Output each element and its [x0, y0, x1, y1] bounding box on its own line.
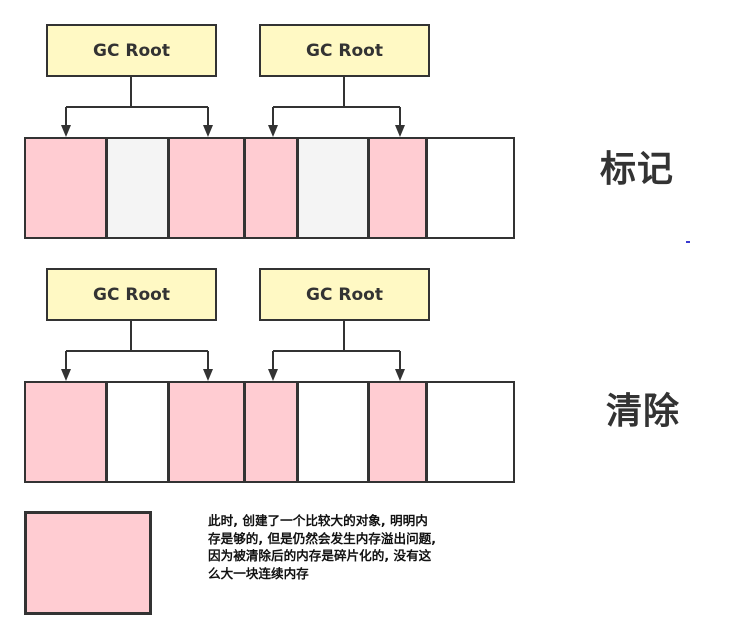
- memory-cell-free: [298, 383, 370, 481]
- gc-root-mark-2: GC Root: [259, 24, 430, 77]
- phase-label-mark: 标记: [600, 149, 675, 190]
- gc-root-stem: [66, 76, 208, 108]
- memory-cell-free: [107, 383, 171, 481]
- memory-cell-free: [428, 383, 514, 481]
- arrow-down-icon: [268, 369, 278, 381]
- connectors-mark-phase: [61, 76, 405, 137]
- connectors-sweep-phase: [61, 321, 405, 381]
- stray-mark: [686, 241, 690, 243]
- large-object-box: [24, 511, 152, 615]
- memory-cell-live: [369, 383, 429, 481]
- arrow-down-icon: [203, 125, 213, 137]
- memory-cell-live: [369, 139, 429, 237]
- memory-cell-garbage: [107, 139, 171, 237]
- gc-root-label: GC Root: [93, 284, 170, 305]
- fragmentation-note: 此时, 创建了一个比较大的对象, 明明内存是够的, 但是仍然会发生内存溢出问题,…: [208, 513, 437, 581]
- gc-root-stem: [66, 321, 208, 352]
- gc-root-sweep-2: GC Root: [259, 268, 430, 321]
- arrow-down-icon: [268, 125, 278, 137]
- gc-root-stem: [273, 321, 400, 352]
- gc-root-sweep-1: GC Root: [46, 268, 217, 321]
- arrow-down-icon: [395, 369, 405, 381]
- gc-root-mark-1: GC Root: [46, 24, 217, 77]
- phase-label-sweep: 清除: [606, 391, 681, 432]
- memory-cell-live: [246, 139, 299, 237]
- gc-root-label: GC Root: [306, 40, 383, 61]
- memory-cell-garbage: [298, 139, 370, 237]
- memory-cell-live: [26, 139, 108, 237]
- memory-cell-live: [170, 139, 247, 237]
- gc-root-label: GC Root: [93, 40, 170, 61]
- memory-strip-sweep: [24, 381, 515, 483]
- memory-cell-free: [428, 139, 514, 237]
- arrow-down-icon: [203, 369, 213, 381]
- memory-cell-live: [246, 383, 299, 481]
- memory-cell-live: [26, 383, 108, 481]
- memory-cell-live: [170, 383, 247, 481]
- arrow-down-icon: [395, 125, 405, 137]
- gc-root-label: GC Root: [306, 284, 383, 305]
- memory-strip-mark: [24, 137, 515, 239]
- arrow-down-icon: [61, 369, 71, 381]
- gc-root-stem: [273, 76, 400, 108]
- arrow-down-icon: [61, 125, 71, 137]
